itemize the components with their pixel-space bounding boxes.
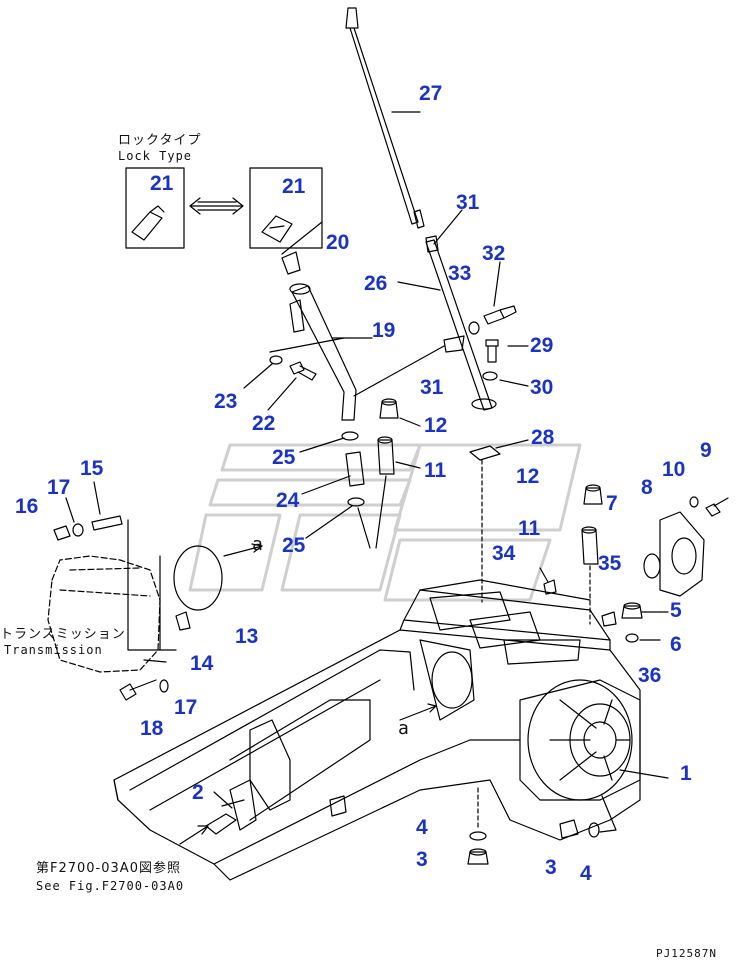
spacer-11b xyxy=(581,529,599,565)
callout-26: 26 xyxy=(364,272,388,295)
part-2 xyxy=(205,799,245,835)
reference-a-lower: a xyxy=(398,718,410,739)
callout-8: 8 xyxy=(641,476,653,499)
bolt-32 xyxy=(483,305,517,325)
callout-19: 19 xyxy=(372,319,396,342)
washer-6 xyxy=(625,633,639,643)
bolt-18 xyxy=(119,679,157,701)
stud-15 xyxy=(91,515,123,531)
callout-29: 29 xyxy=(530,334,554,357)
cover-8 xyxy=(659,511,705,597)
lock-type-box-right xyxy=(249,167,323,249)
callout-31-lower: 31 xyxy=(420,376,444,399)
watermark-logo xyxy=(188,443,582,602)
callout-25-lower: 25 xyxy=(282,534,306,557)
callout-1: 1 xyxy=(680,762,692,785)
callout-11-lower: 11 xyxy=(518,517,541,540)
plug-3a xyxy=(467,851,489,865)
filler-tube-19 xyxy=(291,285,357,421)
pin-14 xyxy=(175,611,191,631)
fitting-12a xyxy=(379,401,399,419)
plug-5 xyxy=(621,605,643,619)
washer-17a xyxy=(72,523,84,537)
callout-5: 5 xyxy=(670,599,682,622)
part-35 xyxy=(601,611,617,627)
callout-36: 36 xyxy=(638,664,662,687)
callout-16: 16 xyxy=(15,495,39,518)
see-fig-jp-label: 第F2700-03A0図参照 xyxy=(36,861,181,876)
o-ring-13 xyxy=(173,545,223,611)
drawing-number: PJ12587N xyxy=(656,947,717,960)
callout-24: 24 xyxy=(276,489,300,512)
callout-9: 9 xyxy=(700,439,712,462)
plug-4a xyxy=(469,831,487,841)
lock-type-jp-label: ロックタイプ xyxy=(118,133,202,148)
callout-32: 32 xyxy=(482,242,506,265)
double-arrow xyxy=(189,197,244,215)
reference-a-upper: a xyxy=(252,534,264,555)
bolt-29 xyxy=(485,339,499,363)
callout-18: 18 xyxy=(140,717,164,740)
callout-7: 7 xyxy=(606,492,618,515)
callout-4-left: 4 xyxy=(416,816,428,839)
callout-22: 22 xyxy=(252,412,276,435)
callout-17-upper: 17 xyxy=(47,476,71,499)
main-frame xyxy=(113,629,641,881)
transmission-en-label: Transmission xyxy=(4,643,103,657)
o-ring-7 xyxy=(643,553,661,579)
callout-4-right: 4 xyxy=(580,862,592,885)
washer-23 xyxy=(269,355,283,365)
callout-34: 34 xyxy=(492,542,516,565)
callout-27: 27 xyxy=(419,82,443,105)
plug-4b xyxy=(588,822,600,838)
fitting-12b xyxy=(583,487,603,505)
callout-31-upper: 31 xyxy=(456,191,480,214)
callout-3-left: 3 xyxy=(416,848,428,871)
callout-2: 2 xyxy=(192,781,204,804)
housing-bore xyxy=(527,679,633,801)
callout-14: 14 xyxy=(190,652,214,675)
lock-part-left xyxy=(131,205,165,241)
lock-type-en-label: Lock Type xyxy=(118,149,193,163)
callout-21-right: 21 xyxy=(282,175,306,198)
seal-25b xyxy=(347,497,365,507)
callout-35: 35 xyxy=(598,552,622,575)
callout-13: 13 xyxy=(235,625,259,648)
transmission-jp-label: トランスミッション xyxy=(0,627,126,642)
nut-16 xyxy=(53,525,71,541)
transmission xyxy=(47,555,161,673)
callout-33: 33 xyxy=(448,262,472,285)
washer-10 xyxy=(689,496,699,508)
callout-6: 6 xyxy=(670,633,682,656)
spacer-11a xyxy=(377,439,395,475)
lock-type-box-left xyxy=(125,167,185,249)
gasket-28 xyxy=(469,445,501,461)
washer-17b xyxy=(159,679,169,693)
callout-21-left: 21 xyxy=(150,172,174,195)
callout-25-upper: 25 xyxy=(272,446,296,469)
part-34 xyxy=(543,579,557,595)
callout-10: 10 xyxy=(662,458,686,481)
callout-15: 15 xyxy=(80,457,104,480)
lock-part-right xyxy=(261,215,293,243)
callout-3-right: 3 xyxy=(545,856,557,879)
tube-24 xyxy=(345,451,365,487)
callout-11-upper: 11 xyxy=(424,459,447,482)
callout-30: 30 xyxy=(530,376,554,399)
callout-12-lower: 12 xyxy=(516,465,540,488)
dipstick-27 xyxy=(345,7,419,225)
bolt-22 xyxy=(289,361,317,381)
seal-25a xyxy=(341,431,359,441)
callout-23: 23 xyxy=(214,390,238,413)
callout-20: 20 xyxy=(326,231,350,254)
bolt-9 xyxy=(705,497,729,517)
callout-17-lower: 17 xyxy=(174,696,198,719)
see-fig-en-label: See Fig.F2700-03A0 xyxy=(36,879,185,893)
callout-28: 28 xyxy=(531,426,555,449)
callout-12-upper: 12 xyxy=(424,414,448,437)
plug-3b xyxy=(559,819,579,839)
